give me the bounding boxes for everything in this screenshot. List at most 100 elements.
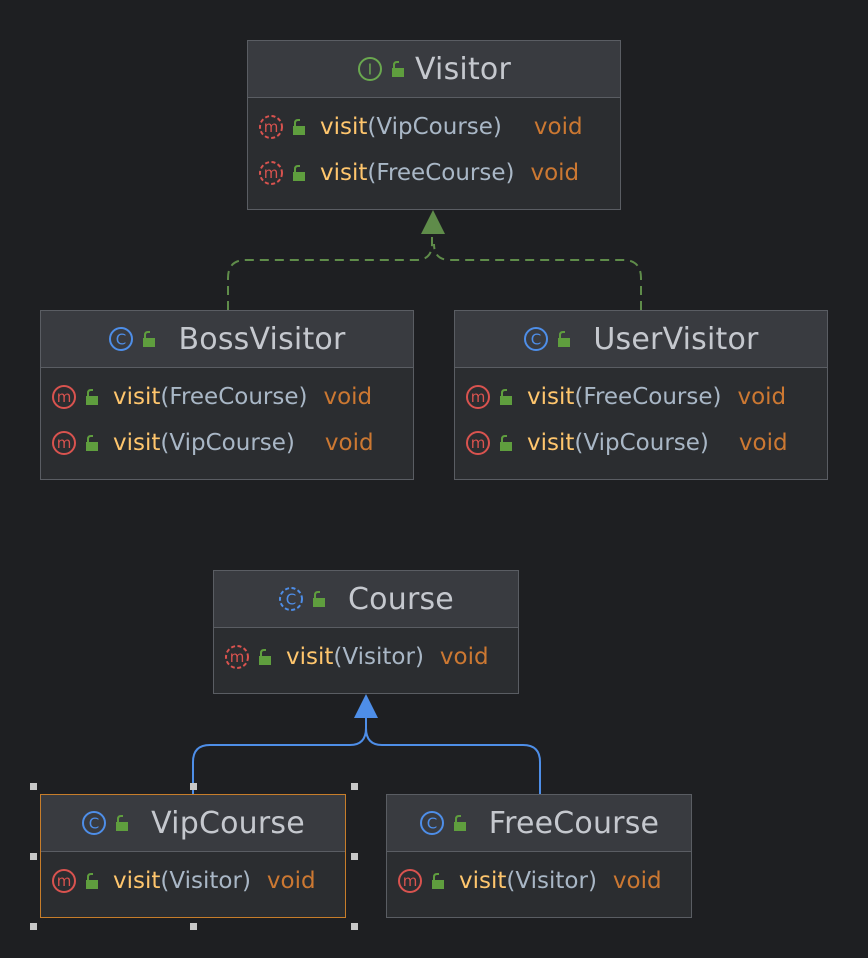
selection-handle[interactable] [30,783,37,790]
method-return-type: void [324,430,374,456]
method-icon: m [466,431,490,455]
method-return-type: void [439,644,489,670]
node-title: Visitor [414,51,511,87]
method-name: visit [320,114,368,140]
method-row[interactable]: m visit(VipCourse) void [248,104,620,150]
selection-handle[interactable] [190,923,197,930]
method-name: visit [527,384,575,410]
method-row[interactable]: m visit(VipCourse) void [455,420,827,466]
method-return-type: void [612,868,662,894]
method-param: VipCourse [169,430,286,456]
method-icon: m [52,431,76,455]
public-lock-icon [86,389,98,405]
public-lock-icon [293,119,305,135]
method-name: visit [113,868,161,894]
node-vipcourse[interactable]: C VipCourse m visit(Visitor) void [40,794,346,918]
method-param: Visitor [342,644,415,670]
public-lock-icon [86,873,98,889]
method-return-type: void [737,384,787,410]
method-icon: m [52,385,76,409]
method-name: visit [286,644,334,670]
svg-text:m: m [264,164,279,182]
public-lock-icon [259,649,271,665]
selection-handle[interactable] [351,783,358,790]
node-uservisitor[interactable]: C UserVisitor m visit(FreeCourse) void [454,310,828,480]
extends-edge-freecourse[interactable] [365,727,541,794]
public-lock-icon [432,873,444,889]
selection-handle[interactable] [351,923,358,930]
svg-text:m: m [471,434,486,452]
method-icon: m [52,869,76,893]
method-return-type: void [738,430,788,456]
method-row[interactable]: m visit(VipCourse) void [41,420,413,466]
public-lock-icon [558,331,571,347]
method-icon: m [398,869,422,893]
node-header: C FreeCourse [387,795,691,852]
method-param: VipCourse [583,430,700,456]
class-icon: C [524,327,549,351]
node-title: VipCourse [151,805,305,841]
abstract-method-icon: m [259,115,283,139]
selection-handle[interactable] [351,853,358,860]
abstract-method-icon: m [259,161,283,185]
svg-text:C: C [427,815,437,833]
method-return-type: void [533,114,583,140]
svg-text:C: C [116,331,126,349]
node-title: UserVisitor [593,321,759,357]
public-lock-icon [500,435,512,451]
implements-arrowhead [421,210,445,234]
node-bossvisitor[interactable]: C BossVisitor m visit(FreeCourse) void [40,310,414,480]
selection-handle[interactable] [30,853,37,860]
public-lock-icon [86,435,98,451]
svg-text:m: m [57,872,72,890]
node-header: C BossVisitor [41,311,413,368]
method-param: VipCourse [376,114,493,140]
node-header: C Course [214,571,518,628]
node-freecourse[interactable]: C FreeCourse m visit(Visitor) void [386,794,692,918]
public-lock-icon [313,591,326,607]
method-row[interactable]: m visit(FreeCourse) void [248,150,620,196]
abstract-method-icon: m [225,645,249,669]
svg-text:m: m [57,388,72,406]
method-row[interactable]: m visit(Visitor) void [387,858,691,904]
method-row[interactable]: m visit(Visitor) void [41,858,345,904]
abstract-class-icon: C [279,587,304,611]
class-icon: C [109,327,134,351]
method-row[interactable]: m visit(FreeCourse) void [41,374,413,420]
implements-edge-bossvisitor[interactable] [227,228,433,310]
node-course[interactable]: C Course m visit(Visitor) void [213,570,519,694]
class-icon: C [82,811,107,835]
implements-edge-uservisitor[interactable] [433,243,642,310]
interface-icon: I [357,57,382,81]
node-header: C VipCourse [41,795,345,852]
method-name: visit [320,160,368,186]
method-row[interactable]: m visit(Visitor) void [214,634,518,680]
method-row[interactable]: m visit(FreeCourse) void [455,374,827,420]
selection-handle[interactable] [190,783,197,790]
svg-text:I: I [368,61,372,79]
public-lock-icon [293,165,305,181]
class-icon: C [419,811,444,835]
svg-text:C: C [89,815,99,833]
method-return-type: void [530,160,580,186]
svg-text:C: C [286,591,296,609]
method-icon: m [466,385,490,409]
public-lock-icon [453,815,466,831]
node-title: BossVisitor [178,321,346,357]
selection-handle[interactable] [30,923,37,930]
node-title: FreeCourse [488,805,660,841]
method-param: Visitor [515,868,588,894]
public-lock-icon [391,61,404,77]
extends-edge-vipcourse[interactable] [192,716,367,794]
svg-text:m: m [230,648,245,666]
method-return-type: void [266,868,316,894]
method-name: visit [113,430,161,456]
svg-text:m: m [264,118,279,136]
method-param: Visitor [169,868,242,894]
node-header: I Visitor [248,41,620,98]
node-header: C UserVisitor [455,311,827,368]
node-visitor[interactable]: I Visitor m visit(VipCourse) void [247,40,621,210]
svg-text:m: m [471,388,486,406]
